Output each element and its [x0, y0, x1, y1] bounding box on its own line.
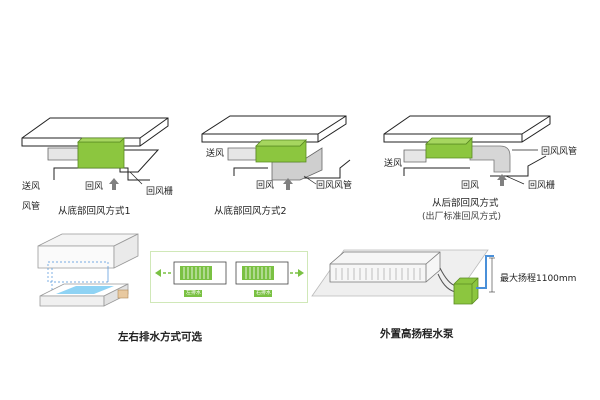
d2-label-return-duct: 回风风管 [316, 181, 353, 191]
d2-label-supply: 送风 [206, 149, 225, 159]
return-arrow-icon-2 [283, 178, 293, 190]
drain-water [56, 286, 114, 294]
drain-right-arrow-icon [298, 269, 304, 277]
d1-label-supply: 送风 [22, 182, 41, 192]
drain-tag-right: 右排水 [256, 290, 272, 296]
d1-label-return: 回风 [85, 182, 104, 192]
d3-label-supply: 送风 [384, 159, 403, 169]
pump-riser-pipe [476, 255, 494, 289]
pump-lift-label: 最大扬程1100mm [500, 274, 577, 284]
d1-label-duct: 风管 [22, 202, 41, 212]
drain-left-arrow-icon [155, 269, 161, 277]
d3-caption: 从后部回风方式 [432, 198, 499, 209]
d2-label-return: 回风 [256, 181, 275, 191]
return-arrow-icon-1 [109, 178, 119, 190]
drain-tag-left: 左排水 [186, 290, 202, 296]
ceiling-slab-1 [21, 117, 169, 147]
pump-unit-body [329, 251, 441, 283]
d3-note: (出厂标准回风方式) [422, 212, 502, 222]
pump-caption: 外置高扬程水泵 [380, 328, 454, 340]
ceiling-line-2 [233, 167, 268, 176]
supply-duct-3 [403, 149, 427, 163]
ceiling-line-1 [53, 167, 150, 181]
d3-label-grille: 回风栅 [528, 181, 556, 191]
d1-caption: 从底部回风方式1 [58, 206, 131, 217]
ceiling-slab-2 [201, 115, 347, 143]
drain-caption: 左右排水方式可选 [118, 331, 202, 343]
ceiling-line-3 [403, 167, 470, 176]
return-arrow-icon-3 [497, 174, 507, 186]
d1-label-grille: 回风栅 [146, 187, 174, 197]
d3-label-return: 回风 [461, 181, 480, 191]
return-duct-3 [469, 145, 511, 173]
ceiling-slab-3 [383, 115, 551, 143]
d2-caption: 从底部回风方式2 [214, 206, 287, 217]
d3-label-return-duct: 回风风管 [541, 147, 578, 157]
